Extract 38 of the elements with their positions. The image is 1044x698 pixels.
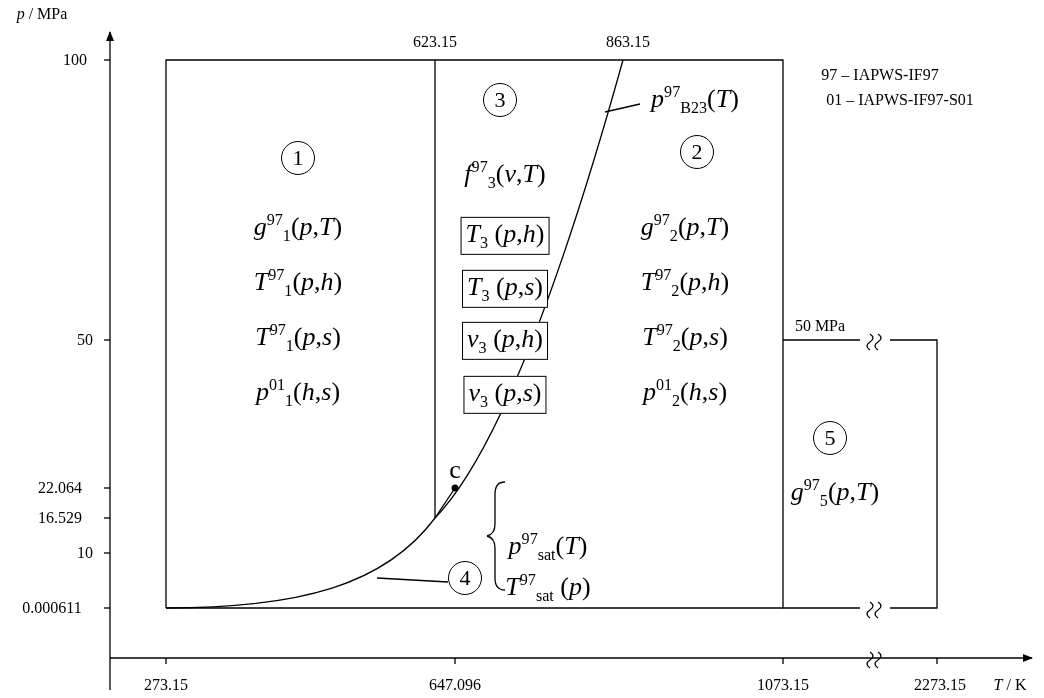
equation: g$^{97}$$_{2}$(p,T) (640, 212, 730, 244)
leader-line (376, 577, 449, 583)
tick-label: 863.15 (606, 34, 650, 50)
tick-label: 10 (77, 545, 93, 561)
region-number: 5 (813, 421, 847, 455)
saturation-curve (165, 487, 456, 609)
equation: T$^{97}$$_{1}$(p,h) (253, 267, 343, 299)
tick-label: 16.529 (38, 510, 82, 526)
equation: p$^{01}$$_{2}$(h,s) (642, 377, 728, 409)
region-number: 2 (680, 135, 714, 169)
tick-label: 2273.15 (914, 677, 966, 693)
equation: T$^{97}$$_{1}$(p,s) (255, 322, 341, 354)
point-label: c (449, 457, 461, 483)
tick-label: 22.064 (38, 480, 82, 496)
equation: g$^{97}$$_{5}$(p,T) (790, 477, 880, 509)
tick-label: 50 (77, 332, 93, 348)
equation: T$^{97}$$_{2}$(p,s) (642, 322, 728, 354)
equation: p$^{97}$$_{sat}$(T) (508, 531, 588, 563)
pressure-label: 50 MPa (794, 318, 846, 334)
equation: T$^{97}$$_{sat}$ (p) (505, 572, 591, 604)
tick-label: 647.096 (429, 677, 481, 693)
equation: T$^{97}$$_{2}$(p,h) (640, 267, 730, 299)
legend-note: 97 – IAPWS-IF97 (821, 67, 939, 83)
equation: f$^{97}$$_{3}$(v,T) (464, 159, 546, 191)
axis-title: T / K (993, 677, 1027, 693)
tick-label: 100 (63, 52, 87, 68)
tick-label: 623.15 (413, 34, 457, 50)
legend-note: 01 – IAPWS-IF97-S01 (826, 92, 974, 108)
tick-label: 273.15 (144, 677, 188, 693)
tick-label: 1073.15 (757, 677, 809, 693)
equation: g$^{97}$$_{1}$(p,T) (253, 212, 343, 244)
tick-label: 0.000611 (22, 600, 82, 616)
region-number: 4 (448, 561, 482, 595)
leader-line (604, 103, 641, 113)
equation: p$^{01}$$_{1}$(h,s) (255, 377, 341, 409)
axis-title: p / MPa (16, 6, 68, 22)
boundary-equation: p$^{97}$$_{B23}$(T) (651, 84, 739, 116)
region-number: 1 (281, 141, 315, 175)
